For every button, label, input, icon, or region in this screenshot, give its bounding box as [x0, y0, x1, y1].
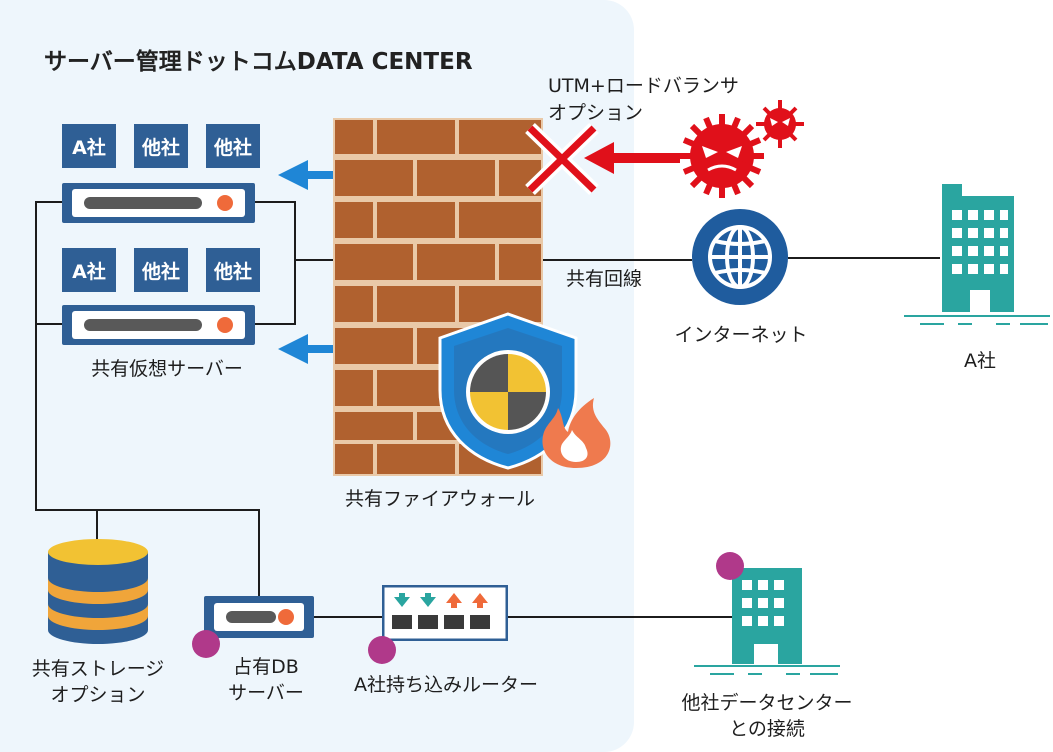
- company-a-label: A社: [964, 350, 996, 372]
- arrow-left-icon: [278, 334, 360, 364]
- internet-label: インターネット: [674, 324, 808, 346]
- building-icon: [694, 568, 840, 675]
- globe-icon: [692, 209, 788, 305]
- arrow-left-icon: [584, 142, 680, 174]
- tenant-other: 他社: [134, 248, 188, 292]
- router-icon: [382, 585, 508, 641]
- tenant-a: A社: [62, 248, 116, 292]
- shared-vps-label: 共有仮想サーバー: [91, 358, 243, 380]
- other-dc-label-line1: 他社データセンター: [681, 692, 853, 714]
- datacenter-title: サーバー管理ドットコムDATA CENTER: [44, 49, 473, 75]
- status-dot-icon: [716, 552, 744, 580]
- server-icon: [62, 305, 255, 345]
- shield-icon: [438, 312, 578, 470]
- tenant-other: 他社: [134, 124, 188, 168]
- virus-icon: [680, 100, 804, 198]
- tenant-other: 他社: [206, 248, 260, 292]
- tenant-a: A社: [62, 124, 116, 168]
- firewall-label: 共有ファイアウォール: [344, 488, 535, 510]
- database-icon: [48, 539, 148, 644]
- status-dot-icon: [368, 636, 396, 664]
- flame-icon: [542, 398, 611, 468]
- other-dc-label-line2: との接続: [729, 718, 805, 740]
- storage-label-line1: 共有ストレージ: [31, 658, 165, 680]
- tenant-other: 他社: [206, 124, 260, 168]
- storage-label-line2: オプション: [50, 684, 146, 706]
- status-dot-icon: [192, 630, 220, 658]
- db-server-label-line2: サーバー: [228, 682, 304, 704]
- building-icon: [904, 184, 1050, 325]
- utm-label-line2: オプション: [548, 102, 644, 124]
- server-icon: [204, 596, 314, 638]
- db-server-label-line1: 占有DB: [233, 656, 299, 678]
- shared-line-label: 共有回線: [566, 268, 643, 290]
- router-label: A社持ち込みルーター: [354, 674, 538, 696]
- utm-label-line1: UTM+ロードバランサ: [548, 75, 739, 97]
- server-icon: [62, 183, 255, 223]
- block-x-icon: [525, 122, 599, 196]
